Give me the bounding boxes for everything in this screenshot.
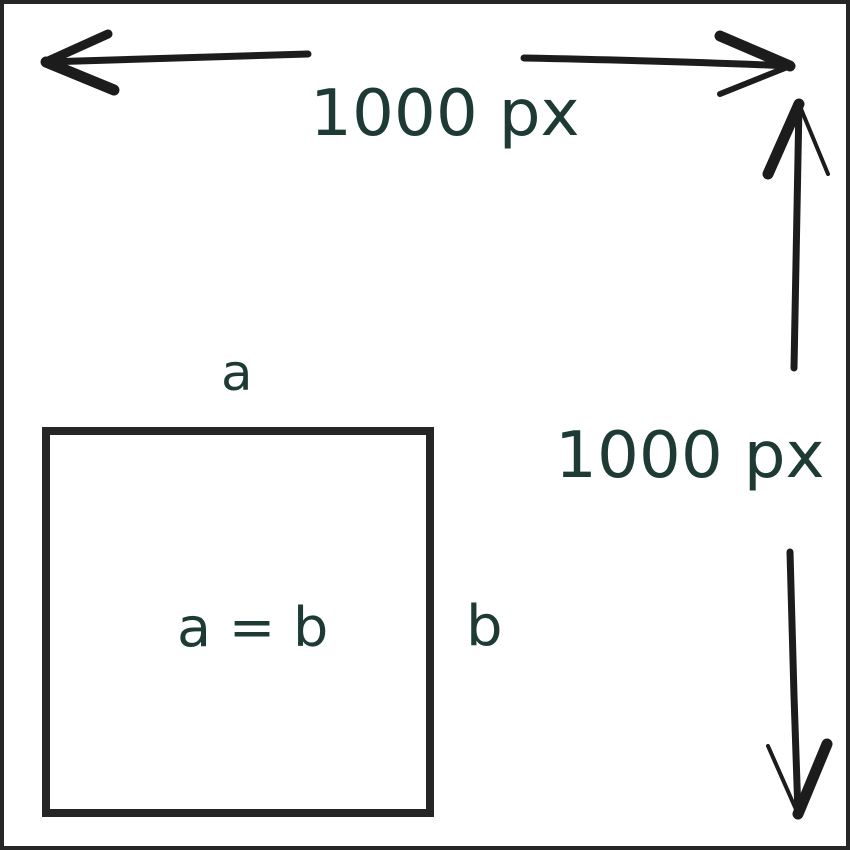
side-a-label: a [221,344,253,402]
height-arrow-up [762,98,830,372]
square-shape [42,427,434,817]
width-arrow-right [520,30,796,97]
width-label: 1000 px [310,77,580,151]
equation-label: a = b [177,596,329,659]
dimension-arrows [40,29,833,820]
height-label: 1000 px [555,419,825,493]
height-arrow-down [766,548,833,820]
side-b-label: b [466,594,503,659]
width-arrow-left [40,29,312,96]
